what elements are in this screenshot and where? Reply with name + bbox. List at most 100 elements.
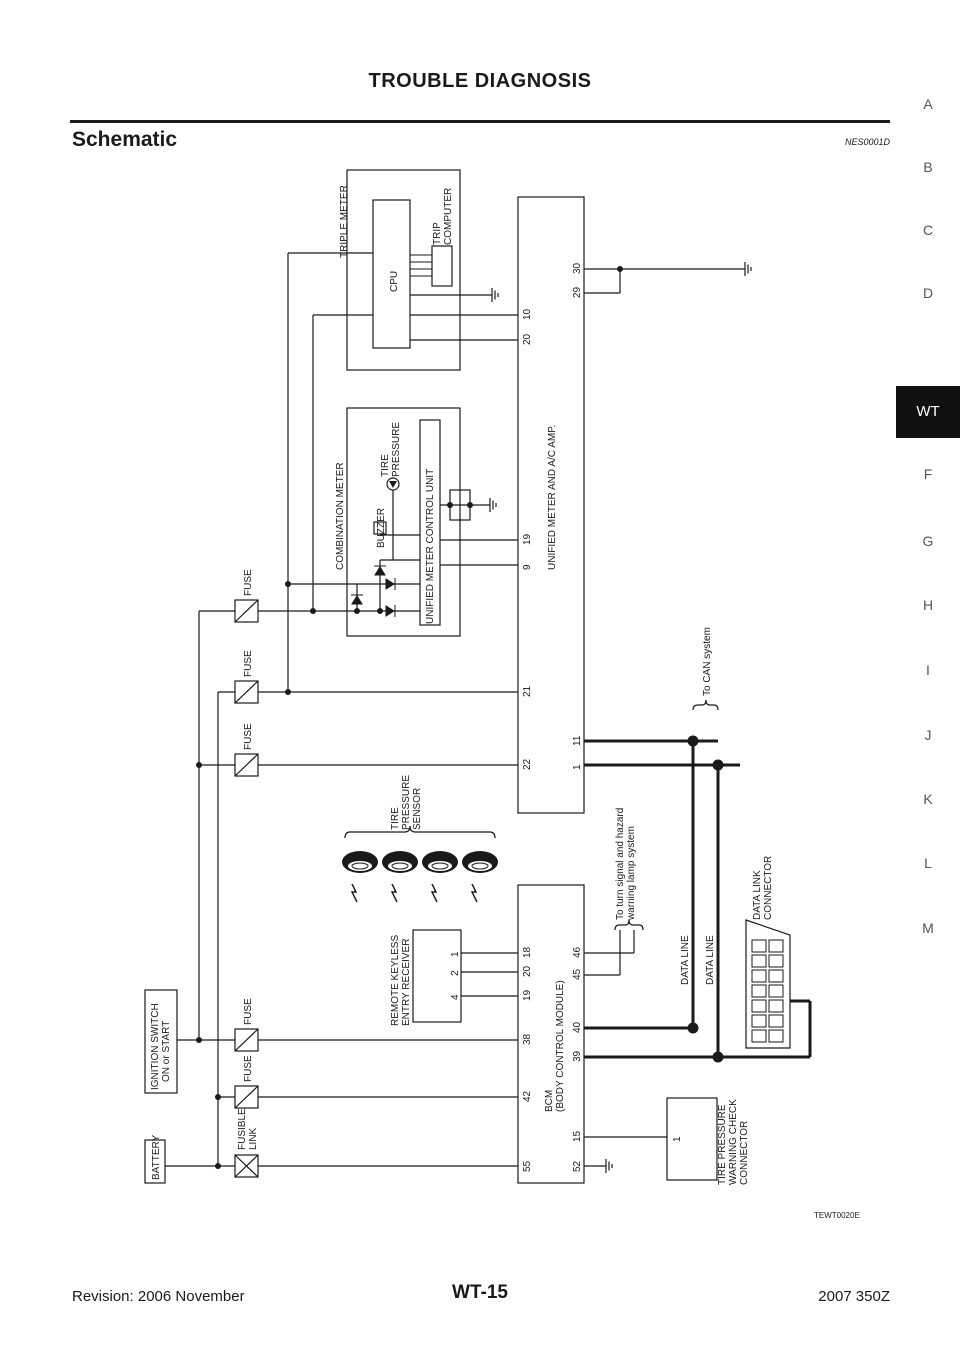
tire-pressure-lamp-label-2: PRESSURE (391, 422, 402, 477)
side-tab-h[interactable]: H (922, 597, 934, 613)
side-tab-f[interactable]: F (923, 466, 933, 482)
tpw-connector-label-3: CONNECTOR (739, 1121, 750, 1185)
page-title: TROUBLE DIAGNOSIS (368, 70, 592, 92)
data-link-connector-label-2: CONNECTOR (763, 856, 774, 920)
tire-sensor-icon (462, 851, 498, 903)
trip-computer-box (431, 245, 453, 287)
cpu-box (372, 199, 411, 349)
bcm-label-2: (BODY CONTROL MODULE) (555, 980, 566, 1112)
receiver-pin-1: 1 (450, 951, 461, 957)
data-lines (584, 739, 812, 1059)
data-line-label: DATA LINE (705, 935, 716, 985)
ground-icon (744, 261, 752, 277)
bcm-label-1: BCM (544, 1090, 555, 1112)
lamp-led-icon (389, 481, 397, 488)
battery-box (144, 1139, 166, 1184)
buzzer-symbol (373, 521, 387, 535)
unified-meter-control-unit-box (419, 419, 441, 626)
combination-meter-label: COMBINATION METER (335, 462, 346, 570)
amp-pin-22: 22 (522, 758, 533, 770)
tire-sensor-icon (342, 851, 378, 903)
side-tab-k[interactable]: K (923, 791, 933, 807)
bcm-pin-38: 38 (522, 1033, 533, 1045)
unified-meter-amp-box (517, 196, 585, 814)
ignition-switch-box (144, 989, 178, 1094)
ground-icon (605, 1158, 613, 1174)
fuse-label: FUSE (243, 1055, 254, 1082)
bcm-pin-40: 40 (572, 1021, 583, 1033)
battery-label: BATTERY (151, 1134, 162, 1180)
triple-meter-box (346, 169, 461, 371)
bcm-pin-39: 39 (572, 1050, 583, 1062)
bcm-pin-15: 15 (572, 1130, 583, 1142)
tpw-connector-pin-1: 1 (672, 1136, 683, 1142)
fuse-label: FUSE (243, 569, 254, 596)
footer-page-number: WT-15 (452, 1282, 508, 1303)
side-tab-m[interactable]: M (922, 920, 934, 936)
side-tab-i[interactable]: I (926, 662, 930, 678)
amp-pin-9: 9 (522, 564, 533, 570)
ground-icon (489, 497, 497, 513)
fuse-label: FUSE (243, 650, 254, 677)
bcm-pin-20: 20 (522, 965, 533, 977)
amp-pin-11: 11 (572, 735, 583, 746)
header-rule (70, 120, 890, 123)
side-tab-j[interactable]: J (924, 727, 932, 743)
tire-pressure-sensors (342, 851, 498, 903)
tire-pressure-sensor-label-1: TIRE (390, 807, 401, 830)
fuse-label: FUSE (243, 998, 254, 1025)
data-line-label: DATA LINE (680, 935, 691, 985)
amp-pin-10: 10 (522, 308, 533, 320)
data-link-connector-icon (745, 919, 791, 1049)
footer-revision: Revision: 2006 November (72, 1288, 245, 1305)
side-tab-l[interactable]: L (924, 855, 932, 871)
unified-meter-control-unit-label: UNIFIED METER CONTROL UNIT (425, 469, 436, 624)
bcm-pin-52: 52 (572, 1160, 583, 1172)
remote-keyless-receiver-box (412, 929, 462, 1023)
wiring (165, 252, 745, 1167)
tire-pressure-sensor-label-3: SENSOR (412, 788, 423, 830)
bcm-pin-42: 42 (522, 1090, 533, 1102)
ignition-switch-label-1: IGNITION SWITCH (150, 1003, 161, 1090)
receiver-pin-2: 2 (450, 970, 461, 976)
side-tab-c[interactable]: C (922, 222, 934, 238)
tire-sensor-icon (382, 851, 418, 903)
diodes (351, 565, 396, 617)
junction-dots (196, 266, 724, 1169)
section-title: Schematic (72, 128, 178, 151)
bcm-pin-18: 18 (522, 946, 533, 958)
amp-pin-20: 20 (522, 333, 533, 345)
receiver-label-2: ENTRY RECEIVER (401, 939, 412, 1026)
braces (344, 699, 719, 931)
side-tab-a[interactable]: A (923, 96, 933, 112)
bcm-pin-45: 45 (572, 968, 583, 980)
receiver-label-1: REMOTE KEYLESS (390, 935, 401, 1026)
amp-pin-30: 30 (572, 262, 583, 274)
buzzer-label: BUZZER (376, 508, 387, 548)
cpu-label: CPU (389, 271, 400, 292)
to-can-system-label: To CAN system (702, 627, 713, 696)
tpw-connector-label-1: TIRE PRESSURE (717, 1104, 728, 1185)
unified-meter-amp-label: UNIFIED METER AND A/C AMP. (547, 425, 558, 570)
to-turn-signal-label-2: warning lamp system (626, 826, 637, 921)
figure-code: TEWT0020E (814, 1211, 860, 1220)
amp-pin-29: 29 (572, 286, 583, 298)
side-tab-g[interactable]: G (922, 533, 934, 549)
trip-computer-label-1: TRIP (432, 222, 443, 245)
fuse-label: FUSE (243, 723, 254, 750)
tire-sensor-icon (422, 851, 458, 903)
side-tab-d[interactable]: D (922, 285, 934, 301)
side-tab-b[interactable]: B (923, 159, 933, 175)
trip-computer-label-2: COMPUTER (443, 188, 454, 245)
tire-pressure-lamp-symbol (386, 477, 400, 491)
receiver-pin-4: 4 (450, 994, 461, 1000)
fusible-link-label-1: FUSIBLE (237, 1108, 248, 1150)
to-turn-signal-label-1: To turn signal and hazard (615, 808, 626, 920)
tire-pressure-warning-connector-box (666, 1097, 718, 1181)
amp-pin-21: 21 (522, 685, 533, 697)
fuses (234, 599, 259, 1178)
side-tab-wt[interactable]: WT (896, 386, 960, 438)
data-link-connector-label-1: DATA LINK (752, 870, 763, 920)
bcm-pin-55: 55 (522, 1160, 533, 1172)
